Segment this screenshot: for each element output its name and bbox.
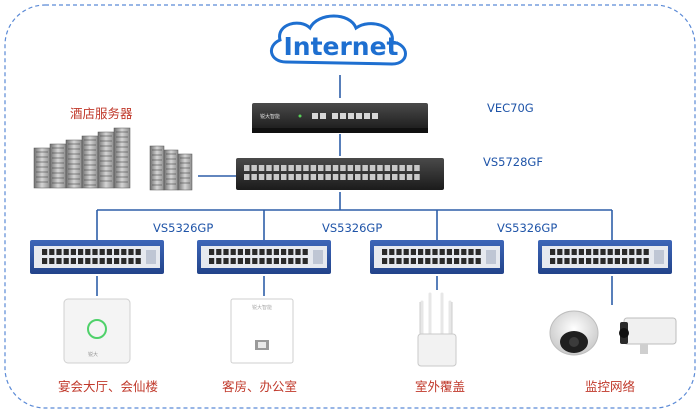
- core-switch-device: [236, 158, 444, 190]
- access-switch-label-1: VS5326GP: [153, 221, 213, 235]
- diagram-frame: [4, 4, 696, 409]
- internet-label: Internet: [283, 32, 398, 61]
- camera-icon: [549, 310, 677, 356]
- access-switch-device-4: [538, 240, 672, 274]
- gateway-label: VEC70G: [487, 101, 534, 115]
- ceiling-ap-icon: 锐大: [63, 298, 131, 364]
- outdoor-ap-icon: [417, 292, 457, 367]
- panel-ap-brand: 锐大智能: [252, 304, 272, 311]
- endpoint-label-banquet: 宴会大厅、会仙楼: [58, 379, 158, 394]
- access-switch-label-2: VS5326GP: [322, 221, 382, 235]
- endpoint-label-outdoor: 室外覆盖: [415, 379, 465, 394]
- endpoint-label-rooms: 客房、办公室: [222, 379, 297, 394]
- gateway-device: 锐大智能: [252, 103, 428, 133]
- core-switch-label: VS5728GF: [483, 155, 543, 169]
- gateway-brand: 锐大智能: [260, 113, 280, 120]
- ceiling-ap-brand: 锐大: [88, 351, 98, 358]
- endpoint-label-monitoring: 监控网络: [585, 379, 636, 394]
- access-switch-device-1: [30, 240, 164, 274]
- internet-cloud-icon: Internet: [270, 14, 407, 66]
- access-switch-label-3: VS5326GP: [497, 221, 557, 235]
- server-farm-icon: [33, 127, 193, 191]
- access-switch-device-2: [197, 240, 331, 274]
- panel-ap-icon: 锐大智能: [230, 298, 294, 364]
- connection-lines: [96, 75, 613, 305]
- access-switch-device-3: [370, 240, 504, 274]
- server-label: 酒店服务器: [70, 106, 133, 121]
